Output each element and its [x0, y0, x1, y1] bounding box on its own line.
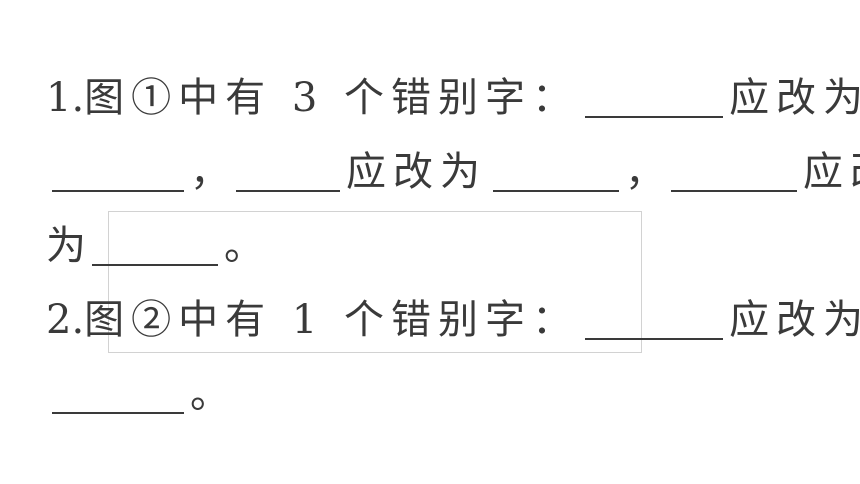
period: 。 [224, 223, 264, 269]
answer-blank-1[interactable] [585, 70, 724, 118]
question-2-number: 2. [46, 297, 85, 343]
question-2-line-1: 2. 图②中有 1 个错别字： 应改为 [46, 284, 860, 340]
comma: ， [190, 149, 230, 195]
answer-blank-2[interactable] [52, 144, 184, 192]
should-change-to-label: 应改为 [346, 149, 487, 195]
answer-blank-8[interactable] [52, 366, 184, 414]
question-1-prompt: 图①中有 3 个错别字： [84, 75, 580, 121]
question-1-line-3: 为 。 [46, 210, 264, 266]
question-1-line-2: ， 应改为 ， 应改 [46, 136, 860, 192]
question-2-prompt: 图②中有 1 个错别字： [84, 297, 580, 343]
comma: ， [625, 149, 665, 195]
answer-blank-3[interactable] [236, 144, 340, 192]
should-change-to-label: 应改为 [729, 75, 860, 121]
to-label: 为 [46, 223, 86, 269]
should-change-to-label: 应改为 [729, 297, 860, 343]
question-1-number: 1. [46, 75, 85, 121]
question-2-line-2: 。 [46, 358, 230, 414]
image-placeholder-frame [108, 211, 642, 353]
answer-blank-5[interactable] [671, 144, 797, 192]
answer-blank-7[interactable] [585, 292, 724, 340]
answer-blank-4[interactable] [493, 144, 619, 192]
should-change-label: 应改 [803, 149, 860, 195]
period: 。 [190, 371, 230, 417]
question-1-line-1: 1. 图①中有 3 个错别字： 应改为 [46, 62, 860, 118]
answer-blank-6[interactable] [92, 218, 218, 266]
